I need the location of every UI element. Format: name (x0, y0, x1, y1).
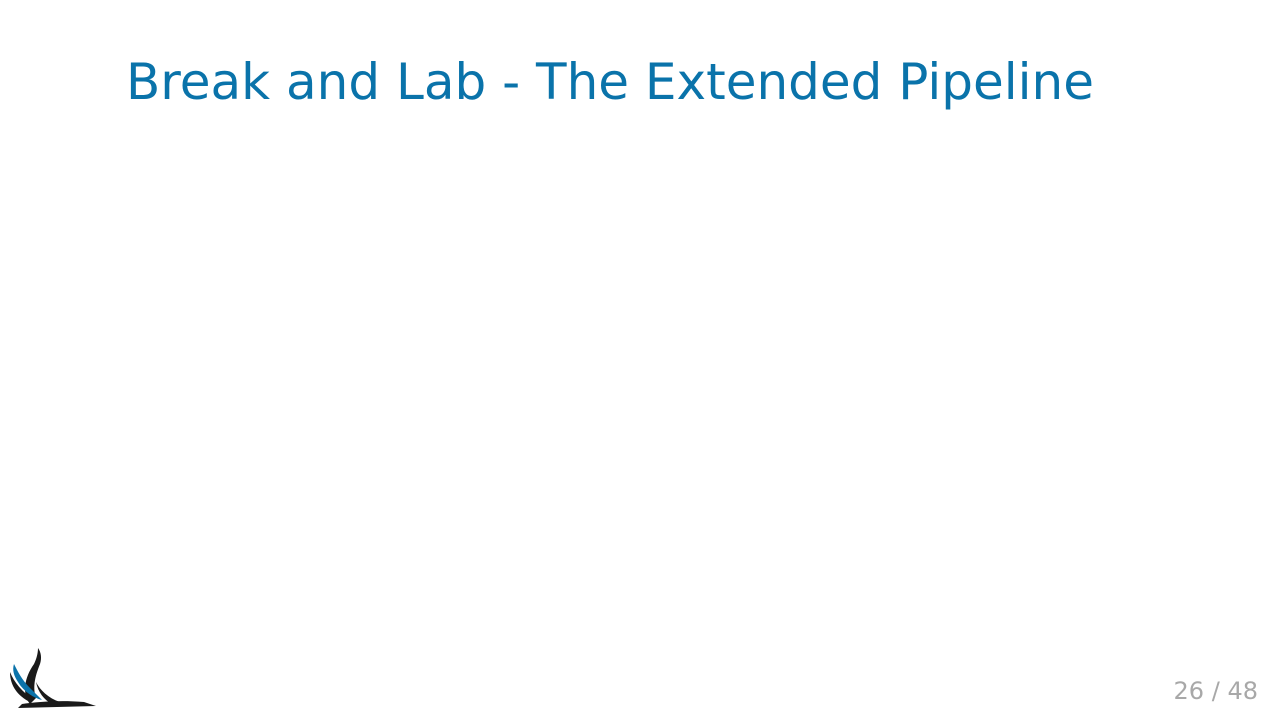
logo-wing-shape (13, 664, 43, 700)
logo-wing-outline (10, 672, 34, 702)
page-separator: / (1211, 677, 1220, 705)
bird-logo-icon (10, 648, 96, 708)
page-current: 26 (1173, 677, 1205, 705)
page-total: 48 (1227, 677, 1258, 705)
slide-title: Break and Lab - The Extended Pipeline (126, 53, 1094, 111)
slide-body (126, 140, 1154, 620)
logo-base-shape (18, 701, 96, 708)
logo-body-shape (36, 682, 60, 704)
page-number: 26 / 48 (1174, 676, 1258, 706)
